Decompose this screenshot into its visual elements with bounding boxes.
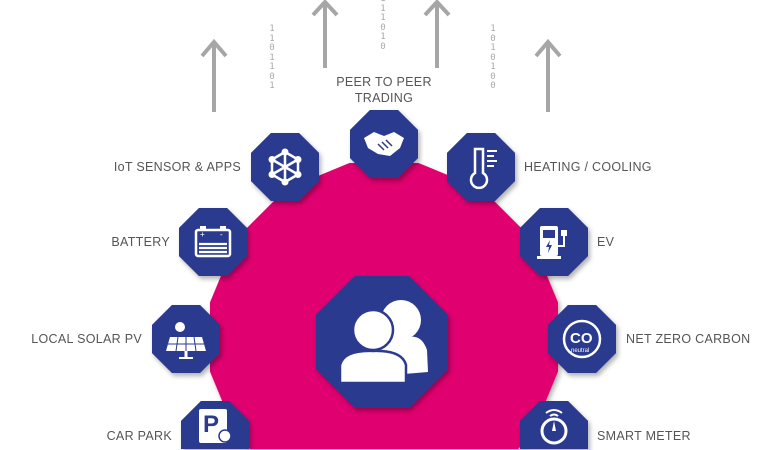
node-heating-cooling <box>447 133 515 201</box>
octagon-badge <box>447 133 515 201</box>
smart-meter-icon <box>540 409 568 445</box>
label-smart-meter: SMART METER <box>597 429 691 443</box>
node-battery: +- <box>179 208 247 276</box>
label-local-solar-pv: LOCAL SOLAR PV <box>31 332 142 346</box>
svg-text:P: P <box>203 411 219 438</box>
node-smart-meter <box>520 401 588 449</box>
node-ev <box>520 208 588 276</box>
parking-icon: P <box>199 409 232 443</box>
svg-text:-: - <box>220 230 223 239</box>
octagon-badge <box>179 208 247 276</box>
node-iot-sensor-apps <box>251 133 319 201</box>
binary-string: 1010100 <box>490 24 496 91</box>
network-molecule-icon <box>268 148 302 186</box>
node-local-solar-pv <box>152 305 220 373</box>
label-iot-sensor-apps: IoT SENSOR & APPS <box>113 160 241 174</box>
label-ev: EV <box>597 235 615 249</box>
label-battery: BATTERY <box>111 235 170 249</box>
community-node <box>316 276 448 408</box>
node-car-park: P <box>181 401 249 449</box>
community-people-icon <box>338 300 428 385</box>
upload-arrows <box>200 0 562 112</box>
label-heating-cooling: HEATING / COOLING <box>524 160 652 174</box>
node-peer-to-peer-trading <box>350 110 418 178</box>
ev-charger-icon <box>537 226 567 259</box>
svg-text:CO: CO <box>570 330 593 347</box>
solar-panel-icon <box>166 322 206 359</box>
label-net-zero-carbon: NET ZERO CARBON <box>626 332 751 346</box>
handshake-icon <box>364 132 404 156</box>
battery-icon: +- <box>194 226 232 258</box>
thermometer-icon <box>469 147 497 190</box>
svg-text:+: + <box>200 230 205 239</box>
arrow-up-icon <box>311 0 339 68</box>
arrow-up-icon <box>534 38 562 112</box>
arrow-up-icon <box>423 0 451 68</box>
octagon-badge <box>548 305 616 373</box>
label-car-park: CAR PARK <box>106 429 172 443</box>
binary-string: 1101101 <box>269 24 275 91</box>
arrow-up-icon <box>200 38 228 112</box>
svg-text:neutral: neutral <box>571 348 589 354</box>
